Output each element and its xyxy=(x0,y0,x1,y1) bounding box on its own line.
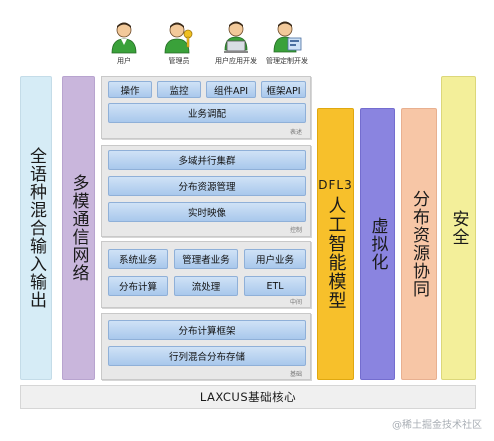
custom-dev-label: 管理定制开发 xyxy=(266,57,308,65)
middle-layer: 系统业务 管理者业务 用户业务 分布计算 流处理 ETL 中间 xyxy=(101,241,311,308)
pillar-resource-coordination-label: 分布资源协同 xyxy=(409,190,429,298)
custom-dev-role: 管理定制开发 xyxy=(258,20,316,66)
admin-label: 管理员 xyxy=(168,57,190,65)
middle-layer-tag: 中间 xyxy=(289,299,302,306)
resource-management-bar[interactable]: 分布资源管理 xyxy=(108,176,306,196)
framework-api-button[interactable]: 框架API xyxy=(261,81,306,98)
base-layer-tag: 基础 xyxy=(289,371,302,378)
laxcus-core-label: LAXCUS基础核心 xyxy=(199,390,297,404)
pillar-multimode-network: 多模通信网络 xyxy=(62,76,95,380)
multi-domain-cluster-bar[interactable]: 多域并行集群 xyxy=(108,150,306,170)
manager-business-button[interactable]: 管理者业务 xyxy=(174,249,238,269)
operate-button[interactable]: 操作 xyxy=(108,81,152,98)
control-layer-tag: 控制 xyxy=(289,227,302,234)
pillar-multilingual-io: 全语种混合输入输出 xyxy=(20,76,52,380)
pillar-resource-coordination: 分布资源协同 xyxy=(401,108,437,380)
admin-key-icon xyxy=(163,20,195,54)
pillar-multilingual-io-label: 全语种混合输入输出 xyxy=(26,147,46,309)
pillar-dfl3-ai-model-top: DFL3 xyxy=(318,178,353,192)
user-icon xyxy=(108,20,140,54)
pillar-multimode-network-label: 多模通信网络 xyxy=(68,174,89,282)
business-dispatch-bar[interactable]: 业务调配 xyxy=(108,103,306,123)
user-role: 用户 xyxy=(95,20,153,66)
stream-processing-button[interactable]: 流处理 xyxy=(174,276,238,296)
pillar-dfl3-ai-model-label: 人工智能模型 xyxy=(325,196,347,310)
presentation-layer-tag: 表述 xyxy=(289,129,302,136)
row-column-storage-bar[interactable]: 行列混合分布存储 xyxy=(108,346,306,366)
compute-framework-bar[interactable]: 分布计算框架 xyxy=(108,320,306,340)
pillar-virtualization: 虚拟化 xyxy=(360,108,395,380)
control-layer: 多域并行集群 分布资源管理 实时映像 控制 xyxy=(101,145,311,237)
etl-button[interactable]: ETL xyxy=(244,276,306,296)
presentation-layer: 操作 监控 组件API 框架API 业务调配 表述 xyxy=(101,76,311,139)
developer-laptop-icon xyxy=(220,20,252,54)
monitor-button[interactable]: 监控 xyxy=(157,81,201,98)
pillar-dfl3-ai-model: DFL3 人工智能模型 xyxy=(317,108,354,380)
watermark-text: @稀土掘金技术社区 xyxy=(392,420,482,431)
system-business-button[interactable]: 系统业务 xyxy=(108,249,168,269)
pillar-virtualization-label: 虚拟化 xyxy=(367,217,388,271)
distributed-compute-button[interactable]: 分布计算 xyxy=(108,276,168,296)
base-layer: 分布计算框架 行列混合分布存储 基础 xyxy=(101,313,311,380)
developer-label: 用户应用开发 xyxy=(215,57,257,65)
user-label: 用户 xyxy=(117,57,131,65)
component-api-button[interactable]: 组件API xyxy=(206,81,256,98)
admin-role: 管理员 xyxy=(150,20,208,66)
pillar-security-label: 安全 xyxy=(448,210,469,246)
user-business-button[interactable]: 用户业务 xyxy=(244,249,306,269)
developer-role: 用户应用开发 xyxy=(207,20,265,66)
custom-dev-icon xyxy=(271,20,303,54)
pillar-security: 安全 xyxy=(441,76,476,380)
realtime-image-bar[interactable]: 实时映像 xyxy=(108,202,306,222)
laxcus-core-bar: LAXCUS基础核心 xyxy=(20,385,476,409)
